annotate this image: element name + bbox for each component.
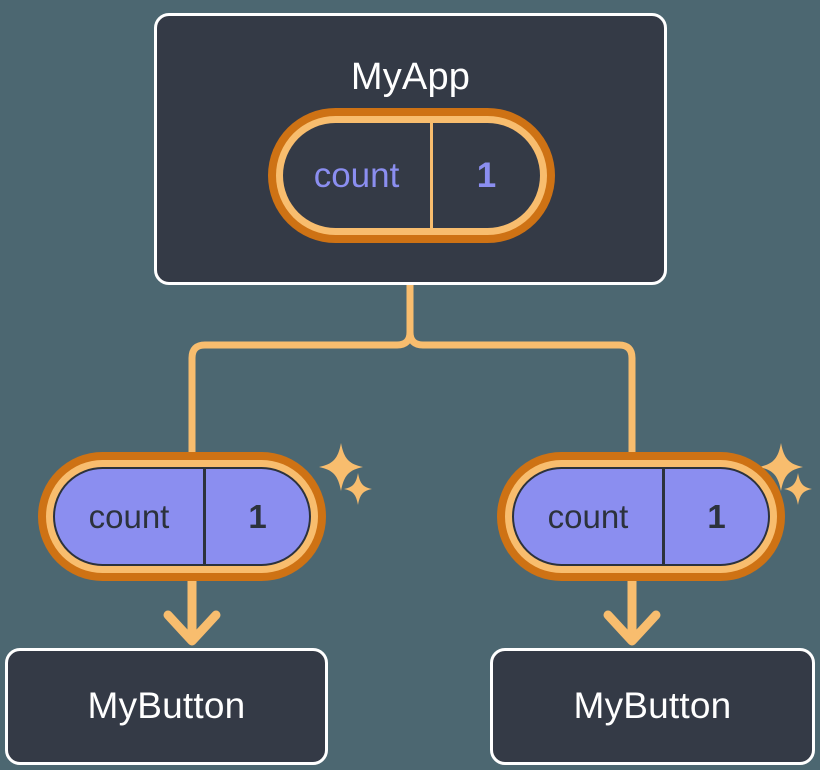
state-key: count — [88, 497, 170, 535]
sparkle-icon — [784, 473, 812, 505]
state-pill-ring: count 1 — [276, 116, 547, 235]
sparkle-icon — [759, 443, 803, 491]
state-pill-ring: count 1 — [46, 460, 318, 573]
component-title-mybutton-1: MyButton — [87, 685, 246, 726]
connector-tree — [188, 281, 636, 456]
arrow-right — [603, 578, 661, 646]
arrow-left — [163, 578, 221, 646]
component-title-mybutton-2: MyButton — [573, 685, 732, 726]
component-card-mybutton-2[interactable]: MyButton — [490, 648, 815, 765]
sparkle-group-left — [319, 443, 372, 505]
state-key: count — [313, 155, 400, 195]
state-value: 1 — [662, 469, 768, 564]
sparkle-icon — [319, 443, 363, 491]
state-key: count — [547, 497, 629, 535]
state-value: 1 — [430, 123, 540, 228]
state-pill-myapp[interactable]: count 1 — [268, 108, 555, 243]
state-pill-body: count 1 — [512, 467, 770, 566]
component-card-mybutton-1[interactable]: MyButton — [5, 648, 328, 765]
component-title-myapp: MyApp — [350, 56, 471, 98]
state-pill-body: count 1 — [283, 123, 540, 228]
sparkle-group-right — [759, 443, 812, 505]
sparkle-icon — [344, 473, 372, 505]
state-pill-ring: count 1 — [505, 460, 777, 573]
state-pill-mybutton-2[interactable]: count 1 — [497, 452, 785, 581]
state-pill-body: count 1 — [53, 467, 311, 566]
state-value: 1 — [203, 469, 309, 564]
state-pill-mybutton-1[interactable]: count 1 — [38, 452, 326, 581]
